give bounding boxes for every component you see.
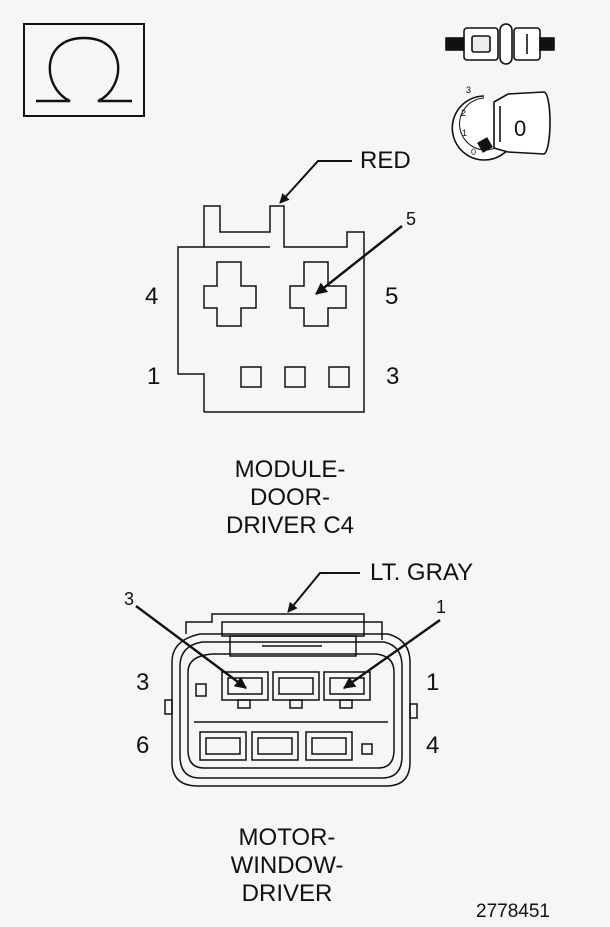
motor-pin-3-label: 3 bbox=[136, 669, 150, 696]
motor-pin-1-callout-label: 1 bbox=[436, 597, 447, 617]
c4-name-line-2: DOOR- bbox=[250, 484, 330, 511]
motor-window-driver-connector bbox=[164, 613, 418, 787]
key-position-3: 3 bbox=[466, 85, 472, 95]
key-position-0: 0 bbox=[471, 147, 477, 157]
c4-pin-1-label: 1 bbox=[147, 363, 161, 390]
c4-pin-3-label: 3 bbox=[386, 363, 400, 390]
motor-connector-name: MOTOR- WINDOW- DRIVER bbox=[167, 824, 407, 908]
module-door-driver-c4-connector bbox=[177, 205, 365, 413]
pin-5-callout-arrow bbox=[315, 225, 403, 295]
key-position-1: 1 bbox=[462, 128, 468, 138]
ohm-symbol-box bbox=[23, 23, 145, 117]
red-wire-leader bbox=[279, 160, 352, 204]
fuse-icon bbox=[445, 23, 555, 65]
ohm-symbol-icon bbox=[36, 36, 132, 103]
motor-pin-1-label: 1 bbox=[426, 669, 440, 696]
c4-pin-5-label: 5 bbox=[385, 283, 399, 310]
figure-number: 2778451 bbox=[476, 901, 550, 922]
c4-connector-name: MODULE- DOOR- DRIVER C4 bbox=[170, 456, 410, 540]
key-label: 0 bbox=[514, 116, 527, 141]
c4-pin-4-label: 4 bbox=[145, 283, 159, 310]
ignition-key-icon bbox=[451, 91, 551, 161]
c4-name-line-3: DRIVER C4 bbox=[225, 512, 355, 539]
motor-pin-4-label: 4 bbox=[426, 732, 440, 759]
pin-3-callout-arrow bbox=[135, 605, 247, 689]
c4-name-line-1: MODULE- bbox=[234, 456, 346, 483]
pin-1-callout-arrow bbox=[343, 619, 441, 689]
motor-pin-6-label: 6 bbox=[136, 732, 150, 759]
motor-name-line-1: MOTOR- bbox=[238, 824, 336, 851]
motor-name-line-2: WINDOW- bbox=[230, 852, 344, 879]
key-position-2: 2 bbox=[461, 108, 467, 118]
lt-gray-wire-leader bbox=[287, 572, 360, 613]
c4-pin-5-callout-label: 5 bbox=[406, 209, 417, 229]
motor-name-line-3: DRIVER bbox=[241, 880, 333, 907]
motor-pin-3-callout-label: 3 bbox=[124, 589, 135, 609]
c4-wire-color-label: RED bbox=[360, 147, 411, 174]
motor-wire-color-label: LT. GRAY bbox=[370, 559, 474, 586]
